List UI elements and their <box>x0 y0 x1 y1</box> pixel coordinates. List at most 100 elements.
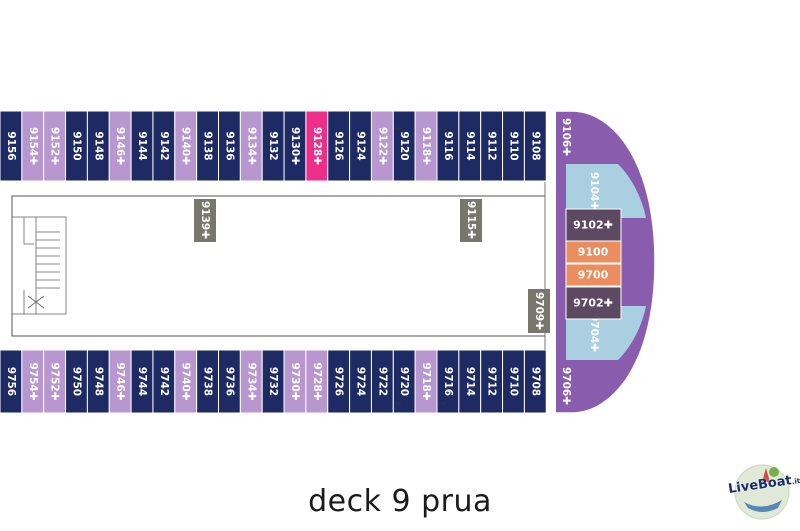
cabin-label: 9744 <box>136 367 148 396</box>
cabin-9710[interactable]: 9710 <box>502 349 525 414</box>
cabin-label: 9124 <box>355 131 367 160</box>
cabin-9146[interactable]: 9146✚ <box>108 110 132 182</box>
cabin-9732[interactable]: 9732 <box>261 349 285 414</box>
cabin-9136[interactable]: 9136 <box>218 110 241 182</box>
cabin-9120[interactable]: 9120 <box>392 110 416 182</box>
cabin-9104[interactable]: 9104✚ <box>588 172 600 210</box>
cabin-label: 9140✚ <box>180 127 192 165</box>
cabin-9742[interactable]: 9742 <box>152 349 176 414</box>
logo-suffix: .it <box>791 476 800 487</box>
cabin-label: 9709✚ <box>533 292 545 330</box>
cabin-9108[interactable]: 9108 <box>523 110 547 182</box>
cabin-9724[interactable]: 9724 <box>349 349 372 414</box>
cabin-9736[interactable]: 9736 <box>218 349 241 414</box>
cabin-label: 9156 <box>5 131 17 160</box>
cabin-9122[interactable]: 9122✚ <box>370 110 394 182</box>
cabin-9714[interactable]: 9714 <box>458 349 482 414</box>
cabin-9106[interactable]: 9106✚ <box>560 118 572 156</box>
stair-rail <box>23 217 34 314</box>
cabin-label: 9139✚ <box>199 201 211 239</box>
cabin-9718[interactable]: 9718✚ <box>414 349 438 414</box>
cabin-9744[interactable]: 9744 <box>130 349 154 414</box>
cabin-9750[interactable]: 9750 <box>65 349 88 414</box>
cabin-9115[interactable]: 9115✚ <box>460 199 482 242</box>
cabin-9754[interactable]: 9754✚ <box>21 349 45 414</box>
cabin-label: 9750 <box>70 367 82 396</box>
cabin-block <box>460 199 482 242</box>
cabin-9128[interactable]: 9128✚ <box>305 110 329 182</box>
cabin-9709[interactable]: 9709✚ <box>528 289 550 333</box>
cabin-9130[interactable]: 9130✚ <box>283 110 307 182</box>
logo-badge-icon <box>734 464 790 520</box>
cabin-9740[interactable]: 9740✚ <box>174 349 198 414</box>
cabin-label: 9148 <box>92 131 104 160</box>
cabin-9756[interactable]: 9756 <box>0 349 23 414</box>
cabin-label: 9706✚ <box>560 367 572 405</box>
cabin-label: 9142 <box>158 131 170 160</box>
cabin-label: 9746✚ <box>114 362 126 400</box>
deck-caption: deck 9 prua <box>308 484 492 519</box>
suite-9100[interactable]: 9100 <box>565 240 622 264</box>
cabin-label: 9708 <box>529 367 541 396</box>
cabin-9704[interactable]: 9704✚ <box>588 314 600 352</box>
cabin-9140[interactable]: 9140✚ <box>174 110 198 182</box>
cabin-9142[interactable]: 9142 <box>152 110 176 182</box>
cabin-block <box>194 199 216 242</box>
cabin-label: 9110 <box>507 131 519 160</box>
cabin-9110[interactable]: 9110 <box>502 110 525 182</box>
cabin-9154[interactable]: 9154✚ <box>21 110 45 182</box>
cabin-9726[interactable]: 9726 <box>327 349 351 414</box>
cabin-label: 9732 <box>267 367 279 396</box>
cabin-9722[interactable]: 9722 <box>370 349 394 414</box>
stairwell <box>11 216 67 315</box>
cabin-label: 9722 <box>376 367 388 396</box>
cabin-9114[interactable]: 9114 <box>458 110 482 182</box>
cabin-9730[interactable]: 9730✚ <box>283 349 307 414</box>
connecting-arrow-icon: ↔ <box>394 124 402 134</box>
cabin-label: 9126 <box>333 131 345 160</box>
cabin-label: 9752✚ <box>49 362 61 400</box>
cabin-block <box>528 289 550 333</box>
cabin-label: 9144 <box>136 131 148 160</box>
cabin-9716[interactable]: 9716 <box>436 349 460 414</box>
cabin-label: 9728✚ <box>311 362 323 400</box>
cabin-9134[interactable]: 9134✚ <box>239 110 263 182</box>
cabin-9112[interactable]: 9112 <box>480 110 504 182</box>
cabin-9148[interactable]: 9148 <box>86 110 110 182</box>
cabin-label: 9136 <box>223 131 235 160</box>
cabin-9746[interactable]: 9746✚ <box>108 349 132 414</box>
cabin-9118[interactable]: 9118✚ <box>414 110 438 182</box>
cabin-9152[interactable]: 9152✚ <box>43 110 67 182</box>
suite-9700[interactable]: 9700 <box>565 263 622 287</box>
cabin-9752[interactable]: 9752✚ <box>43 349 67 414</box>
cabin-label: 9718✚ <box>420 362 432 400</box>
cabin-label: 9748 <box>92 367 104 396</box>
cabin-label: 9122✚ <box>376 127 388 165</box>
cabin-9712[interactable]: 9712 <box>480 349 504 414</box>
cabin-9728[interactable]: 9728✚ <box>305 349 329 414</box>
cabin-9706[interactable]: 9706✚ <box>560 367 572 405</box>
cabin-label: 9152✚ <box>49 127 61 165</box>
cabin-9708[interactable]: 9708 <box>523 349 547 414</box>
cabin-9116[interactable]: 9116 <box>436 110 460 182</box>
suite-block <box>565 240 622 264</box>
suite-9702[interactable]: 9702✚ <box>565 286 622 320</box>
cabin-label: 9150 <box>70 131 82 160</box>
cabin-9132[interactable]: 9132 <box>261 110 285 182</box>
cabin-label: 9710 <box>507 367 519 396</box>
cabin-label: 9112 <box>486 131 498 160</box>
cabin-label: 9740✚ <box>180 362 192 400</box>
cabin-9748[interactable]: 9748 <box>86 349 110 414</box>
cabin-label: 9130✚ <box>289 127 301 165</box>
cabin-9126[interactable]: 9126 <box>327 110 351 182</box>
cabin-9139[interactable]: 9139✚ <box>194 199 216 242</box>
cabin-9138[interactable]: 9138 <box>196 110 219 182</box>
cabin-9124[interactable]: 9124 <box>349 110 372 182</box>
cabin-9150[interactable]: 9150 <box>65 110 88 182</box>
cabin-9144[interactable]: 9144 <box>130 110 154 182</box>
cabin-label: 9724 <box>355 367 367 396</box>
cabin-9734[interactable]: 9734✚ <box>239 349 263 414</box>
suite-9102[interactable]: 9102✚ <box>565 208 622 242</box>
cabin-9156[interactable]: 9156 <box>0 110 23 182</box>
cabin-9738[interactable]: 9738 <box>196 349 219 414</box>
